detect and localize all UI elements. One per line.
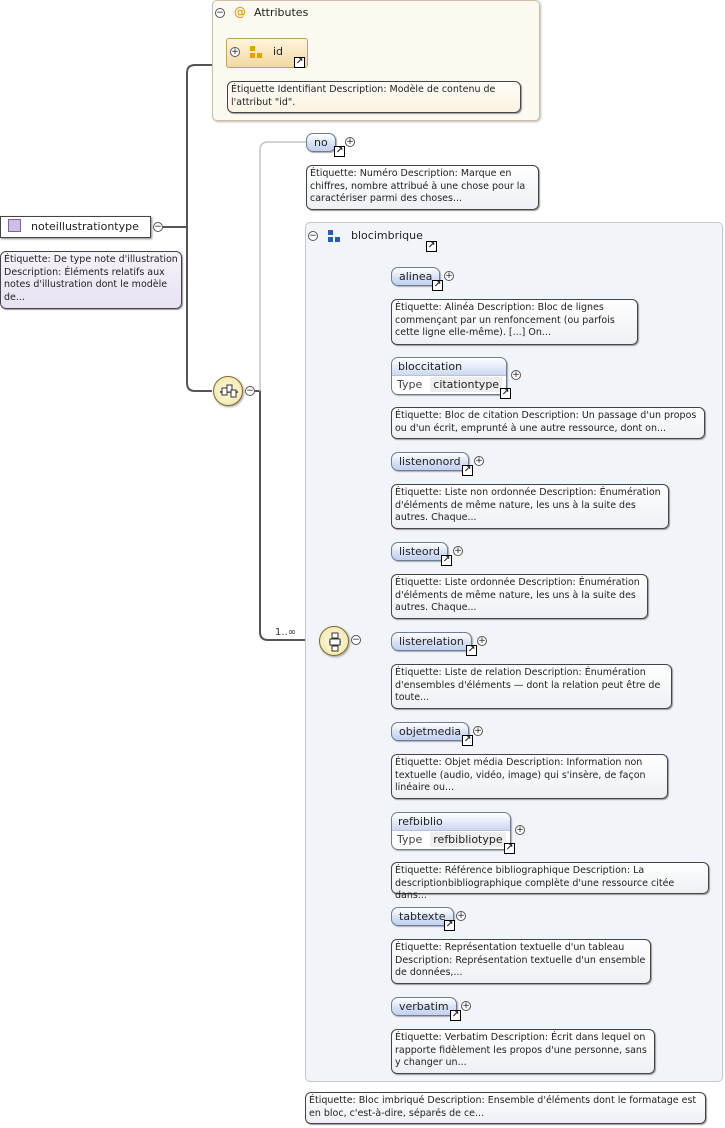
element-name: listenonord	[399, 455, 461, 468]
expand-icon[interactable]: +	[453, 546, 463, 556]
blocimbrique-title: blocimbrique	[351, 229, 423, 242]
element-name: refbiblio	[392, 813, 510, 831]
shortcut-arrow-icon[interactable]: ↗	[426, 241, 437, 252]
root-annotation: Étiquette: De type note d'illustration D…	[0, 251, 182, 309]
shortcut-arrow-icon[interactable]: ↗	[466, 645, 477, 656]
expand-icon[interactable]: +	[515, 825, 525, 835]
attribute-at-icon: @	[234, 5, 246, 19]
attributes-title: Attributes	[254, 6, 309, 19]
collapse-sequence-icon[interactable]: −	[245, 386, 255, 396]
expand-icon[interactable]: +	[444, 271, 454, 281]
expand-icon[interactable]: +	[511, 370, 521, 380]
no-annotation: Étiquette: Numéro Description: Marque en…	[306, 165, 539, 210]
group-icon	[328, 230, 340, 242]
element-listerelation[interactable]: listerelation	[391, 632, 472, 651]
blocimbrique-annotation: Étiquette: Bloc imbriqué Description: En…	[305, 1092, 706, 1124]
element-verbatim[interactable]: verbatim	[391, 997, 457, 1016]
expand-icon[interactable]: +	[456, 911, 466, 921]
listeord-annotation: Étiquette: Liste ordonnée Description: É…	[391, 574, 648, 619]
alinea-annotation: Étiquette: Alinéa Description: Bloc de l…	[391, 299, 638, 345]
element-name: listerelation	[399, 635, 464, 648]
attribute-icon	[250, 46, 262, 58]
element-name: bloccitation	[392, 358, 506, 376]
element-name: listeord	[399, 545, 440, 558]
element-name: verbatim	[399, 1000, 449, 1013]
type-label: Type	[397, 378, 423, 391]
expand-no-icon[interactable]: +	[345, 137, 355, 147]
element-refbiblio[interactable]: refbiblio Type refbibliotype	[391, 812, 511, 850]
expand-icon[interactable]: +	[474, 456, 484, 466]
expand-icon[interactable]: +	[477, 636, 487, 646]
refbiblio-annotation: Étiquette: Référence bibliographique Des…	[391, 862, 709, 901]
sequence-compositor-icon[interactable]	[213, 376, 243, 406]
verbatim-annotation: Étiquette: Verbatim Description: Écrit d…	[391, 1029, 655, 1074]
blocimbrique-group	[305, 222, 723, 1082]
type-value: citationtype	[430, 377, 503, 392]
complex-type-icon	[8, 219, 21, 232]
element-objetmedia[interactable]: objetmedia	[391, 722, 470, 741]
tabtexte-annotation: Étiquette: Représentation textuelle d'un…	[391, 939, 651, 984]
root-element-name: noteillustrationtype	[31, 220, 139, 233]
type-label: Type	[397, 833, 423, 846]
element-no-name: no	[314, 136, 328, 149]
element-no[interactable]: no	[306, 133, 336, 152]
expand-icon[interactable]: +	[473, 726, 483, 736]
element-listeord[interactable]: listeord	[391, 542, 448, 561]
element-name: tabtexte	[399, 910, 446, 923]
bloccitation-annotation: Étiquette: Bloc de citation Description:…	[391, 407, 705, 439]
collapse-attributes-icon[interactable]: −	[215, 8, 225, 18]
listerelation-annotation: Étiquette: Liste de relation Description…	[391, 664, 672, 709]
element-bloccitation[interactable]: bloccitation Type citationtype	[391, 357, 507, 395]
collapse-root-icon[interactable]: −	[153, 222, 163, 232]
cardinality-label: 1..∞	[275, 627, 297, 638]
expand-icon[interactable]: +	[230, 47, 240, 57]
shortcut-arrow-icon[interactable]: ↗	[444, 920, 455, 931]
element-tabtexte[interactable]: tabtexte	[391, 907, 454, 926]
shortcut-arrow-icon[interactable]: ↗	[294, 57, 305, 68]
expand-icon[interactable]: +	[461, 1001, 471, 1011]
shortcut-arrow-icon[interactable]: ↗	[432, 280, 443, 291]
collapse-blocimbrique-icon[interactable]: −	[308, 231, 318, 241]
shortcut-arrow-icon[interactable]: ↗	[462, 735, 473, 746]
shortcut-arrow-icon[interactable]: ↗	[462, 465, 473, 476]
attribute-id[interactable]: + id ↗	[226, 38, 308, 68]
element-listenonord[interactable]: listenonord	[391, 452, 469, 471]
element-alinea[interactable]: alinea	[391, 267, 441, 286]
attribute-id-annotation: Étiquette Identifiant Description: Modèl…	[227, 81, 521, 113]
listenonord-annotation: Étiquette: Liste non ordonnée Descriptio…	[391, 484, 669, 529]
type-value: refbibliotype	[430, 832, 506, 847]
element-name: objetmedia	[399, 725, 462, 738]
shortcut-arrow-icon[interactable]: ↗	[500, 388, 511, 399]
root-element[interactable]: noteillustrationtype	[0, 216, 151, 238]
collapse-choice-icon[interactable]: −	[351, 635, 361, 645]
shortcut-arrow-icon[interactable]: ↗	[334, 146, 345, 157]
objetmedia-annotation: Étiquette: Objet média Description: Info…	[391, 754, 668, 799]
element-name: alinea	[399, 270, 433, 283]
shortcut-arrow-icon[interactable]: ↗	[504, 843, 515, 854]
attribute-id-label: id	[273, 45, 284, 58]
choice-compositor-icon[interactable]	[319, 626, 349, 656]
shortcut-arrow-icon[interactable]: ↗	[441, 555, 452, 566]
shortcut-arrow-icon[interactable]: ↗	[450, 1010, 461, 1021]
